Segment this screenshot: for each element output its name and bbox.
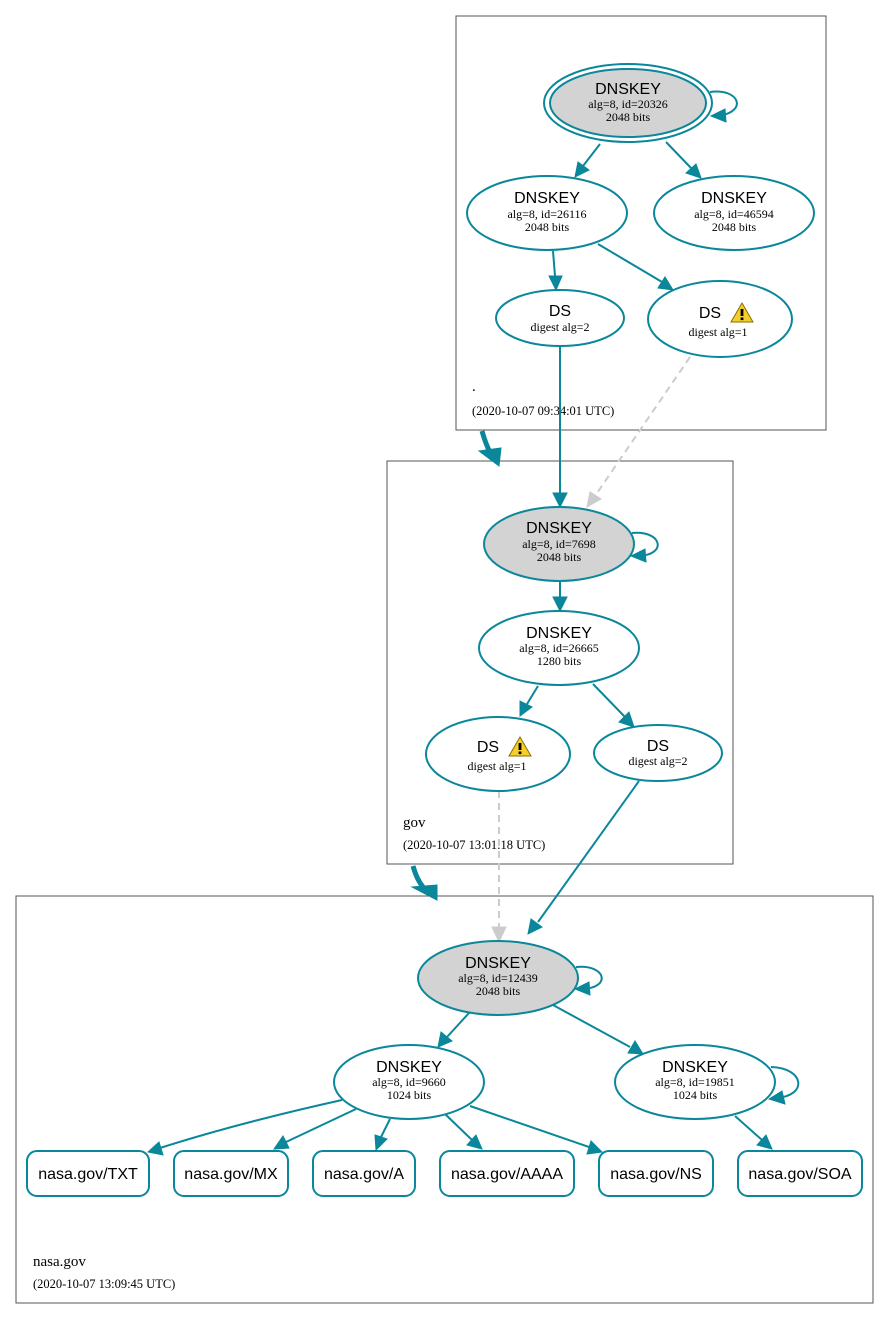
node-nasa-ksk-detail: alg=8, id=12439 (458, 971, 538, 985)
node-nasa-zsk1-bits: 1024 bits (387, 1088, 432, 1102)
rrset-mx[interactable]: nasa.gov/MX (173, 1150, 289, 1197)
edge-gov-ksk-zsk (552, 582, 568, 613)
node-gov-ds2-type: DS (647, 738, 669, 755)
node-gov-ds-alg1[interactable]: DS digest alg=1 (425, 716, 571, 792)
node-gov-zsk-bits: 1280 bits (537, 654, 582, 668)
node-nasa-ksk[interactable]: DNSKEY alg=8, id=12439 2048 bits (417, 940, 579, 1016)
node-root-zsk2-type: DNSKEY (701, 190, 767, 207)
edge-nasa-zsk1-txt (146, 1099, 343, 1156)
node-nasa-ksk-bits: 2048 bits (476, 984, 521, 998)
edge-nasa-zsk2-self (767, 1066, 800, 1105)
node-root-zsk-46594[interactable]: DNSKEY alg=8, id=46594 2048 bits (653, 175, 815, 251)
node-root-zsk2-bits: 2048 bits (712, 220, 757, 234)
node-gov-ds-alg2[interactable]: DS digest alg=2 (593, 724, 723, 782)
node-root-zsk-26116[interactable]: DNSKEY alg=8, id=26116 2048 bits (466, 175, 628, 251)
node-nasa-zsk2-bits: 1024 bits (673, 1088, 718, 1102)
edge-gov-ksk-self (629, 531, 659, 563)
rrset-mx-label: nasa.gov/MX (184, 1166, 278, 1183)
rrset-aaaa[interactable]: nasa.gov/AAAA (439, 1150, 575, 1197)
node-gov-ds1-type: DS (477, 739, 499, 756)
node-gov-ds2-detail: digest alg=2 (628, 754, 687, 768)
node-gov-ksk[interactable]: DNSKEY alg=8, id=7698 2048 bits (483, 506, 635, 582)
node-nasa-zsk2-type: DNSKEY (662, 1059, 728, 1076)
node-nasa-ksk-type: DNSKEY (465, 955, 531, 972)
node-root-ksk[interactable]: DNSKEY alg=8, id=20326 2048 bits (543, 63, 713, 143)
node-root-zsk1-detail: alg=8, id=26116 (507, 207, 586, 221)
node-gov-ksk-detail: alg=8, id=7698 (522, 537, 596, 551)
rrset-a[interactable]: nasa.gov/A (312, 1150, 416, 1197)
rrset-soa-label: nasa.gov/SOA (748, 1166, 852, 1183)
edge-nasa-zsk1-mx (272, 1108, 357, 1150)
edge-nasa-ksk-self (573, 965, 603, 996)
node-gov-ds1-detail: digest alg=1 (467, 759, 526, 773)
zone-root-name: . (472, 379, 476, 395)
zone-nasa-box (15, 895, 874, 1304)
edge-root-zsk1-ds2 (548, 250, 563, 292)
node-gov-zsk-detail: alg=8, id=26665 (519, 641, 599, 655)
zone-gov-name: gov (403, 815, 426, 831)
node-root-ds-alg2[interactable]: DS digest alg=2 (495, 289, 625, 347)
node-root-zsk2-detail: alg=8, id=46594 (694, 207, 774, 221)
node-nasa-zsk1-detail: alg=8, id=9660 (372, 1075, 446, 1089)
edge-nasa-zsk2-soa (734, 1115, 773, 1150)
edge-nasa-ksk-zsk1 (437, 1012, 470, 1048)
node-nasa-zsk1-type: DNSKEY (376, 1059, 442, 1076)
zone-nasa-name: nasa.gov (33, 1254, 86, 1270)
edge-root-ksk-self (709, 90, 738, 123)
rrset-a-label: nasa.gov/A (324, 1166, 404, 1183)
edge-nasa-zsk1-ns (469, 1105, 604, 1155)
node-root-ksk-type: DNSKEY (595, 81, 661, 98)
rrset-txt-label: nasa.gov/TXT (38, 1166, 138, 1183)
node-gov-zsk[interactable]: DNSKEY alg=8, id=26665 1280 bits (478, 610, 640, 686)
node-root-ds2-type: DS (549, 303, 571, 320)
node-gov-zsk-type: DNSKEY (526, 625, 592, 642)
zone-gov-timestamp: (2020-10-07 13:01:18 UTC) (403, 838, 545, 852)
edge-nasa-zsk1-a (374, 1118, 391, 1152)
rrset-soa[interactable]: nasa.gov/SOA (737, 1150, 863, 1197)
edge-root-zsk1-ds1 (597, 243, 674, 291)
edge-nasa-ksk-zsk2 (552, 1004, 644, 1055)
node-gov-ksk-bits: 2048 bits (537, 550, 582, 564)
zone-nasa-timestamp: (2020-10-07 13:09:45 UTC) (33, 1277, 175, 1291)
node-root-ds2-detail: digest alg=2 (530, 320, 589, 334)
edge-gov-ds2-nasa-ksk (527, 780, 640, 935)
rrset-aaaa-label: nasa.gov/AAAA (451, 1166, 563, 1183)
node-root-zsk1-type: DNSKEY (514, 190, 580, 207)
delegation-arrow-root-gov (477, 430, 502, 467)
node-nasa-zsk-19851[interactable]: DNSKEY alg=8, id=19851 1024 bits (614, 1044, 776, 1120)
edge-gov-zsk-ds2 (592, 683, 635, 728)
node-root-ds1-type: DS (699, 305, 721, 322)
node-root-ds-alg1[interactable]: DS digest alg=1 (647, 280, 793, 358)
edge-root-ds1-gov-ksk-insecure (586, 356, 691, 508)
node-root-zsk1-bits: 2048 bits (525, 220, 570, 234)
node-root-ksk-bits: 2048 bits (606, 110, 651, 124)
rrset-txt[interactable]: nasa.gov/TXT (26, 1150, 150, 1197)
zone-root-timestamp: (2020-10-07 09:34:01 UTC) (472, 404, 614, 418)
edge-root-ksk-zsk1 (574, 143, 601, 178)
node-gov-ksk-type: DNSKEY (526, 520, 592, 537)
node-nasa-zsk2-detail: alg=8, id=19851 (655, 1075, 735, 1089)
edge-nasa-zsk1-aaaa (444, 1113, 483, 1150)
node-nasa-zsk-9660[interactable]: DNSKEY alg=8, id=9660 1024 bits (333, 1044, 485, 1120)
edge-gov-ds1-nasa-ksk-insecure (491, 791, 507, 944)
edge-gov-zsk-ds1 (519, 685, 539, 717)
delegation-arrow-gov-nasa (410, 865, 438, 901)
edge-root-ksk-zsk2 (665, 141, 702, 179)
edge-root-ds2-gov-ksk (552, 347, 568, 509)
rrset-ns[interactable]: nasa.gov/NS (598, 1150, 714, 1197)
rrset-ns-label: nasa.gov/NS (610, 1166, 702, 1183)
node-root-ksk-detail: alg=8, id=20326 (588, 97, 668, 111)
node-root-ds1-detail: digest alg=1 (688, 325, 747, 339)
